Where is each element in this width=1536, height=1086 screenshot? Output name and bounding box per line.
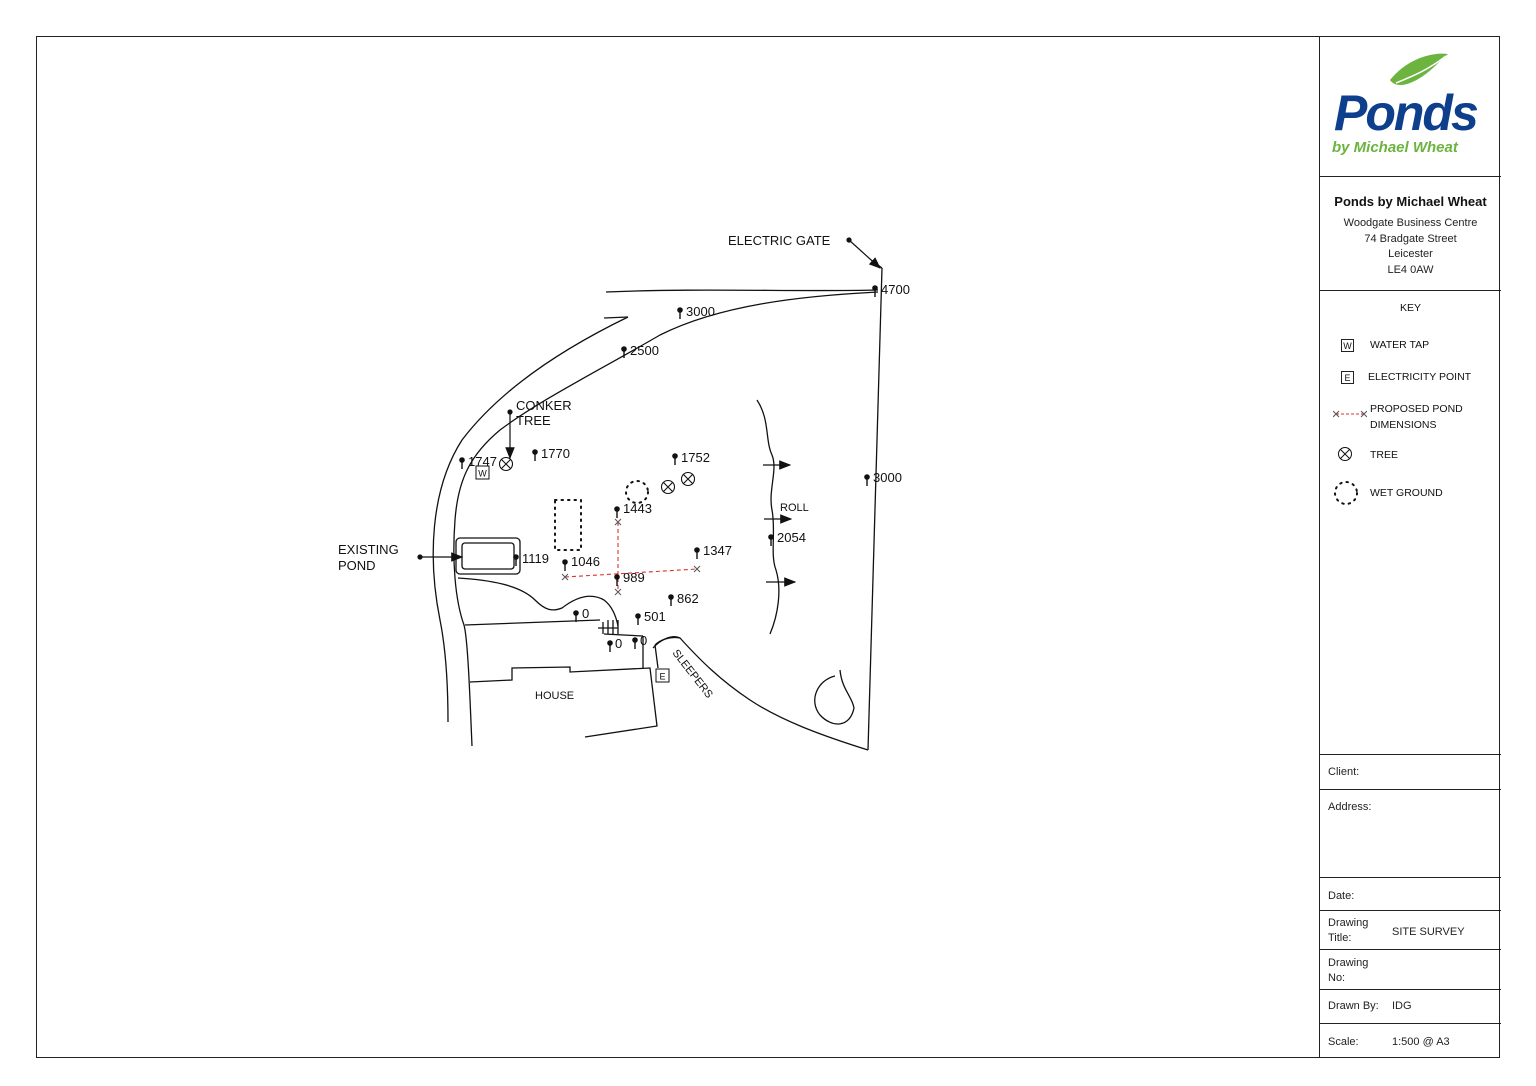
scale-field: Scale: 1:500 @ A3	[1320, 1023, 1501, 1058]
key-proposed-pond-label: PROPOSED POND DIMENSIONS	[1370, 403, 1463, 431]
company-name: Ponds by Michael Wheat	[1334, 194, 1487, 209]
level-1046: 1046	[571, 554, 600, 569]
svg-text:E: E	[659, 672, 665, 682]
address-line: 74 Bradgate Street	[1364, 233, 1457, 245]
address-line: Leicester	[1388, 248, 1433, 260]
house-label: HOUSE	[535, 690, 574, 702]
level-2500: 2500	[630, 343, 659, 358]
key-electricity-label: ELECTRICITY POINT	[1368, 371, 1472, 383]
driveway-left-edge	[432, 316, 629, 723]
level-0-c: 0	[640, 633, 647, 648]
client-field: Client:	[1320, 754, 1501, 790]
key-water-tap-label: WATER TAP	[1370, 339, 1430, 351]
key-title: KEY	[1399, 302, 1421, 314]
level-3000-top: 3000	[686, 304, 715, 319]
level-862: 862	[677, 591, 699, 606]
patio-curve	[457, 577, 619, 627]
garden-south-edge	[654, 636, 869, 751]
proposed-pond-dimensions	[564, 522, 698, 592]
level-4700: 4700	[881, 282, 910, 297]
key-section: KEY W WATER TAP E ELECTRICITY POINT PROP…	[1320, 290, 1501, 754]
svg-text:POND: POND	[338, 558, 376, 573]
level-pins	[458, 284, 879, 653]
driveway-inner-edge	[453, 291, 879, 747]
level-0-b: 0	[615, 636, 622, 651]
leaf-icon	[1390, 53, 1448, 85]
wet-ground-icon	[1334, 481, 1358, 505]
level-1443: 1443	[623, 501, 652, 516]
water-tap-icon: W	[1341, 339, 1354, 352]
level-1752: 1752	[681, 450, 710, 465]
date-field: Date:	[1320, 877, 1501, 911]
drawn-by-field: Drawn By: IDG	[1320, 989, 1501, 1024]
drawn-by-value: IDG	[1392, 1000, 1412, 1012]
svg-text:Ponds: Ponds	[1334, 85, 1478, 141]
proposed-pond-icon	[1333, 410, 1367, 418]
drawing-title-field: Drawing Title: SITE SURVEY	[1320, 910, 1501, 950]
level-1347: 1347	[703, 543, 732, 558]
address-line: Woodgate Business Centre	[1343, 217, 1478, 229]
key-tree-label: TREE	[1370, 449, 1399, 461]
house-outline	[469, 666, 658, 738]
wet-ground-area	[554, 499, 582, 551]
level-501: 501	[644, 609, 666, 624]
conker-tree-label: CONKER	[516, 398, 572, 413]
drawing-sheet	[36, 36, 1500, 1058]
level-989: 989	[623, 570, 645, 585]
level-1770: 1770	[541, 446, 570, 461]
level-0-a: 0	[582, 606, 589, 621]
level-2054: 2054	[777, 530, 806, 545]
title-block: Ponds by Michael Wheat Ponds by Michael …	[1319, 36, 1501, 1058]
roll-label: ROLL	[780, 502, 809, 514]
address-field: Address:	[1320, 789, 1501, 878]
address-line: LE4 0AW	[1387, 264, 1434, 276]
level-1747: 1747	[468, 454, 497, 469]
key-wet-ground-label: WET GROUND	[1370, 487, 1443, 499]
existing-pond-label: EXISTING	[338, 542, 399, 557]
svg-text:TREE: TREE	[516, 413, 551, 428]
level-1119: 1119	[522, 551, 549, 566]
company-logo: Ponds by Michael Wheat	[1332, 53, 1480, 156]
roll-line	[756, 399, 780, 635]
company-address-section: Ponds by Michael Wheat Woodgate Business…	[1320, 176, 1501, 291]
electricity-point-marker	[655, 668, 670, 683]
wet-ground-area	[625, 480, 649, 504]
driveway-top-edge	[605, 289, 879, 293]
tree-icon	[498, 456, 696, 495]
svg-text:by Michael Wheat: by Michael Wheat	[1332, 139, 1459, 156]
water-tap-marker	[475, 465, 490, 480]
small-bed	[814, 669, 855, 725]
electric-gate-label: ELECTRIC GATE	[728, 233, 831, 248]
east-boundary	[867, 267, 883, 751]
sleepers-label: SLEEPERS	[670, 647, 715, 700]
drawing-no-field: Drawing No:	[1320, 949, 1501, 990]
scale-value: 1:500 @ A3	[1392, 1036, 1450, 1048]
tree-icon	[1338, 447, 1352, 461]
svg-text:W: W	[478, 469, 487, 479]
drawing-title-value: SITE SURVEY	[1392, 926, 1465, 938]
level-3000-right: 3000	[873, 470, 902, 485]
electricity-point-icon: E	[1341, 371, 1354, 384]
